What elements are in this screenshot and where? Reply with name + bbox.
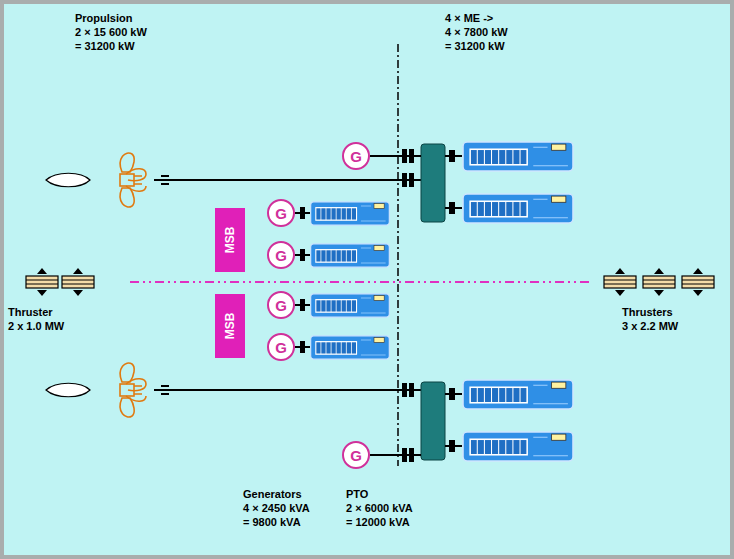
generator-letter: G (350, 447, 362, 464)
spec-label: = 9800 kVA (243, 516, 301, 529)
spec-label: = 31200 kW (445, 40, 505, 53)
spec-label: Thruster (8, 306, 53, 319)
plant-illustration (4, 4, 730, 555)
spec-label: Propulsion (75, 12, 132, 25)
switchboard-label: MSB (223, 313, 237, 340)
spec-label: PTO (346, 488, 368, 501)
spec-label: 4 × ME -> (445, 12, 493, 25)
generator-circle: G (342, 441, 370, 469)
spec-label: = 31200 kW (75, 40, 135, 53)
spec-label: Thrusters (622, 306, 673, 319)
switchboard-box: MSB (215, 208, 245, 272)
generator-letter: G (275, 339, 287, 356)
generator-circle: G (267, 291, 295, 319)
generator-circle: G (267, 333, 295, 361)
spec-label: Generators (243, 488, 302, 501)
spec-label: 4 × 2450 kVA (243, 502, 310, 515)
diagram-ground: GMSBGGGMSBGGPropulsion2 × 15 600 kW= 312… (4, 4, 730, 555)
spec-label: 3 x 2.2 MW (622, 320, 678, 333)
spec-label: = 12000 kVA (346, 516, 410, 529)
switchboard-box: MSB (215, 294, 245, 358)
generator-circle: G (267, 241, 295, 269)
generator-letter: G (350, 148, 362, 165)
switchboard-label: MSB (223, 227, 237, 254)
spec-label: 2 × 15 600 kW (75, 26, 147, 39)
generator-circle: G (267, 199, 295, 227)
generator-circle: G (342, 142, 370, 170)
generator-letter: G (275, 205, 287, 222)
generator-letter: G (275, 297, 287, 314)
spec-label: 2 × 6000 kVA (346, 502, 413, 515)
spec-label: 2 x 1.0 MW (8, 320, 64, 333)
generator-letter: G (275, 247, 287, 264)
spec-label: 4 × 7800 kW (445, 26, 508, 39)
